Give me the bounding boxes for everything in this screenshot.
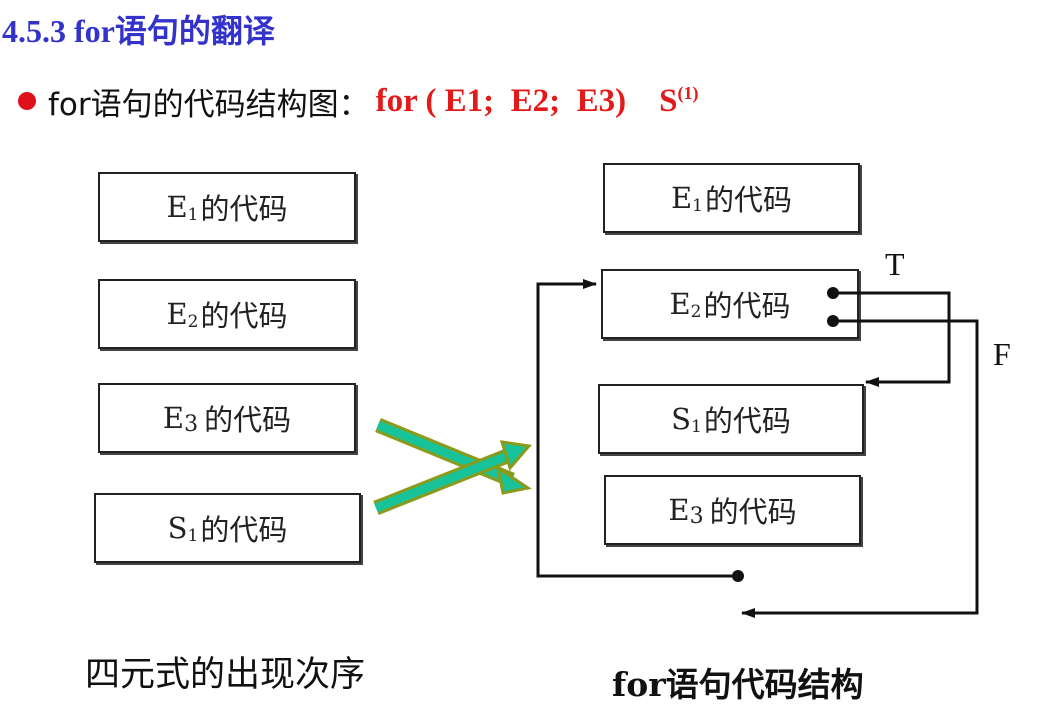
right-box-s1-sub: 1 — [691, 417, 702, 437]
swap-arrow-up — [373, 440, 532, 515]
right-box-e2-prefix: E — [669, 287, 691, 321]
true-branch-line — [833, 291, 951, 387]
bullet-text: for语句的代码结构图： — [48, 86, 370, 123]
right-box-e3-suffix: 的代码 — [709, 495, 797, 529]
left-box-s1-sub: 1 — [187, 526, 199, 546]
left-box-e2-suffix: 的代码 — [200, 299, 288, 333]
false-label: F — [993, 336, 1011, 372]
right-box-e3-prefix: E — [668, 493, 690, 527]
true-branch-connector — [827, 287, 951, 387]
right-box-e1-suffix: 的代码 — [704, 183, 792, 217]
left-caption: 四元式的出现次序 — [85, 655, 366, 695]
left-box-e1-suffix: 的代码 — [200, 192, 288, 226]
right-box-s1-prefix: S — [671, 402, 692, 436]
false-branch-connector — [741, 315, 979, 618]
right-box-e1-prefix: E — [670, 181, 693, 215]
right-box-e2-suffix: 的代码 — [703, 289, 791, 323]
left-box-e2-sub: 2 — [187, 312, 199, 332]
left-box-s1-prefix: S — [167, 511, 188, 545]
right-caption: for语句代码结构 — [612, 665, 864, 704]
right-box-e2-sub: 2 — [690, 302, 702, 322]
right-box-s1-suffix: 的代码 — [703, 404, 791, 438]
right-box-e3-sub: 3 — [689, 503, 704, 529]
for-syntax-sup: (1) — [677, 82, 699, 103]
for-syntax-text: for ( E1; E2; E3) S — [375, 82, 678, 119]
left-box-e3-suffix: 的代码 — [204, 403, 292, 437]
section-title: 4.5.3 for语句的翻译 — [2, 13, 275, 49]
left-box-e1-prefix: E — [166, 190, 188, 224]
false-branch-line — [741, 319, 979, 618]
left-box-s1-suffix: 的代码 — [200, 513, 288, 547]
true-label: T — [885, 246, 905, 282]
left-box-e3-sub: 3 — [184, 411, 199, 437]
bullet-dot-icon — [18, 92, 36, 110]
for-syntax: for ( E1; E2; E3) S(1) — [376, 83, 699, 120]
bullet-line: for语句的代码结构图： for ( E1; E2; E3) S(1) — [18, 80, 699, 123]
left-box-e1-sub: 1 — [187, 205, 199, 225]
left-box-e3-prefix: E — [162, 401, 185, 435]
loop-back-connector — [536, 279, 744, 582]
right-box-e1-sub: 1 — [692, 196, 703, 216]
loop-back-line — [536, 279, 738, 578]
left-box-e2-prefix: E — [166, 297, 188, 331]
